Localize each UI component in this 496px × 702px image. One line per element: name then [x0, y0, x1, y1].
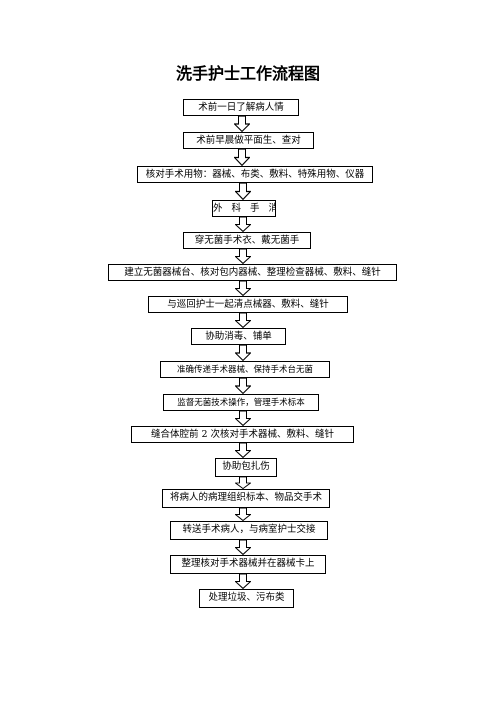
step-11-box: 缝合体腔前 2 次核对手术器械、敷料、缝针	[131, 426, 354, 443]
step-12-box: 协助包扎伤	[215, 458, 277, 477]
down-arrow-icon	[234, 116, 250, 132]
down-arrow-icon	[234, 149, 250, 166]
down-arrow-icon	[235, 378, 251, 394]
down-arrow-icon	[235, 217, 251, 232]
step-10-box: 监督无菌技术操作，管理手术标本	[163, 394, 319, 411]
down-arrow-icon	[235, 345, 251, 361]
down-arrow-icon	[235, 574, 251, 589]
step-13-box: 将病人的病理组织标本、物品交手术	[162, 489, 330, 508]
diagram-title: 洗手护士工作流程图	[175, 64, 320, 83]
down-arrow-icon	[235, 249, 251, 264]
step-4-box: 外 科 手 消	[212, 200, 276, 217]
down-arrow-icon	[235, 183, 251, 200]
down-arrow-icon	[235, 540, 251, 555]
step-6-box: 建立无菌器械台、核对包内器械、整理检查器械、敷料、缝针	[108, 264, 397, 281]
down-arrow-icon	[235, 508, 251, 521]
down-arrow-icon	[235, 411, 251, 426]
step-8-box: 协助消毒、铺单	[191, 328, 286, 345]
step-3-box: 核对手术用物：器械、布类、敷料、特殊用物、仪器	[137, 166, 373, 183]
step-7-box: 与巡回护士一起清点械器、敷料、缝针	[148, 296, 348, 313]
down-arrow-icon	[235, 443, 251, 458]
step-5-box: 穿无菌手术衣、戴无菌手	[183, 232, 311, 249]
down-arrow-icon	[235, 281, 251, 296]
step-2-box: 术前早晨做平面生、查对	[183, 132, 314, 149]
step-1-box: 术前一日了解病人情	[183, 99, 299, 116]
step-16-box: 处理垃圾、污布类	[199, 589, 294, 608]
step-14-box: 转送手术病人，与病室护士交接	[170, 521, 328, 540]
down-arrow-icon	[235, 477, 251, 489]
step-15-box: 整理核对手术器械并在器械卡上	[170, 555, 326, 574]
down-arrow-icon	[235, 313, 251, 328]
step-9-box: 准确传递手术器械、保持手术台无菌	[160, 361, 330, 378]
